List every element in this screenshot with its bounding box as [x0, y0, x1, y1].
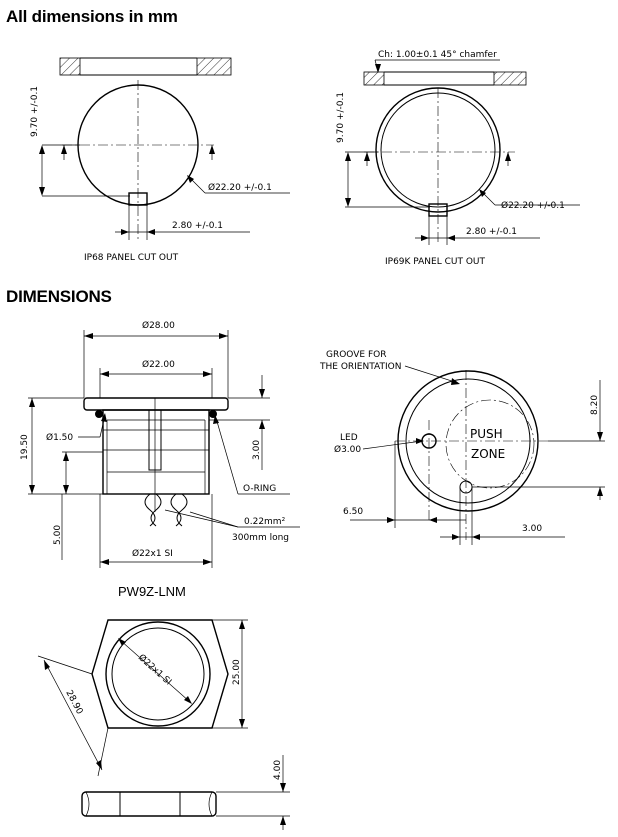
wire-section-label: 0.22mm²	[244, 517, 286, 527]
nut-side-drawing: 4.00	[81, 755, 290, 830]
ip69k-key-slot	[428, 203, 448, 217]
ip69k-cutout-drawing: Ch: 1.00±0.1 45° chamfer 9.70 +/-0.1 Ø22…	[336, 50, 580, 267]
ip68-panel-right	[196, 57, 232, 76]
ip69k-diameter-label: Ø22.20 +/-0.1	[501, 200, 565, 211]
wire-length-label: 5.00	[53, 525, 63, 545]
dim-300-label: 3.00	[522, 524, 542, 534]
ip69k-slot-label: 2.80 +/-0.1	[466, 227, 517, 237]
wire-left	[144, 493, 156, 527]
ip68-panel-left	[59, 57, 81, 76]
side-view-drawing: Ø28.00 Ø22.00 19.50 Ø1.	[20, 320, 300, 568]
led-diameter-label: Ø1.50	[46, 432, 73, 443]
nut-flat-label: 25.00	[232, 659, 242, 685]
body-height-label: 3.00	[252, 440, 262, 460]
ip69k-panel-left	[363, 71, 385, 86]
nut-thickness-label: 4.00	[273, 760, 283, 780]
ip68-diameter-label: Ø22.20 +/-0.1	[208, 182, 272, 193]
top-view-drawing: GROOVE FOR THE ORIENTATION PUSH ZONE LED…	[319, 350, 605, 545]
led-label-2: Ø3.00	[334, 444, 361, 455]
nut-inner-circle	[111, 627, 205, 721]
outer-diameter-label: Ø28.00	[142, 320, 175, 331]
wire-long-label: 300mm long	[232, 533, 289, 543]
groove-line-1: GROOVE FOR	[326, 350, 386, 360]
nut-drawing: Ø22x1 SI 25.00 28.90	[37, 619, 248, 777]
oring-label: O-RING	[243, 484, 276, 494]
wire-right	[170, 493, 182, 527]
push-zone-circle	[445, 399, 535, 489]
nut-outer-circle	[105, 621, 211, 727]
model-label: PW9Z-LNM	[118, 584, 186, 599]
ip68-height-label: 9.70 +/-0.1	[30, 86, 40, 137]
groove-line-2: THE ORIENTATION	[319, 362, 401, 372]
heading-dimensions: DIMENSIONS	[6, 287, 112, 306]
heading-all-dimensions: All dimensions in mm	[6, 7, 178, 26]
thread-label: Ø22x1 SI	[132, 548, 173, 559]
ip69k-caption: IP69K PANEL CUT OUT	[385, 257, 486, 267]
nut-thread-label: Ø22x1 SI	[136, 652, 174, 687]
body	[102, 409, 210, 495]
ip68-slot-label: 2.80 +/-0.1	[172, 221, 223, 231]
ip68-key-slot	[128, 192, 148, 206]
ip69k-chamfer-label: Ch: 1.00±0.1 45° chamfer	[378, 50, 497, 60]
overall-height-label: 19.50	[20, 434, 30, 460]
dim-820-label: 8.20	[590, 395, 600, 415]
nut-side-body	[81, 791, 217, 817]
ip68-cutout-drawing: 9.70 +/-0.1 Ø22.20 +/-0.1 2.80 +/-0.1 IP…	[30, 57, 290, 263]
ip69k-panel-right	[493, 71, 527, 86]
push-label: PUSH	[470, 427, 503, 441]
ip69k-height-label: 9.70 +/-0.1	[336, 92, 346, 143]
bezel	[83, 397, 229, 411]
led-label-1: LED	[340, 433, 358, 443]
oring-left	[95, 410, 103, 418]
inner-diameter-label: Ø22.00	[142, 359, 175, 370]
zone-label: ZONE	[471, 447, 505, 461]
ip68-caption: IP68 PANEL CUT OUT	[84, 253, 179, 263]
dim-650-label: 6.50	[343, 507, 363, 517]
